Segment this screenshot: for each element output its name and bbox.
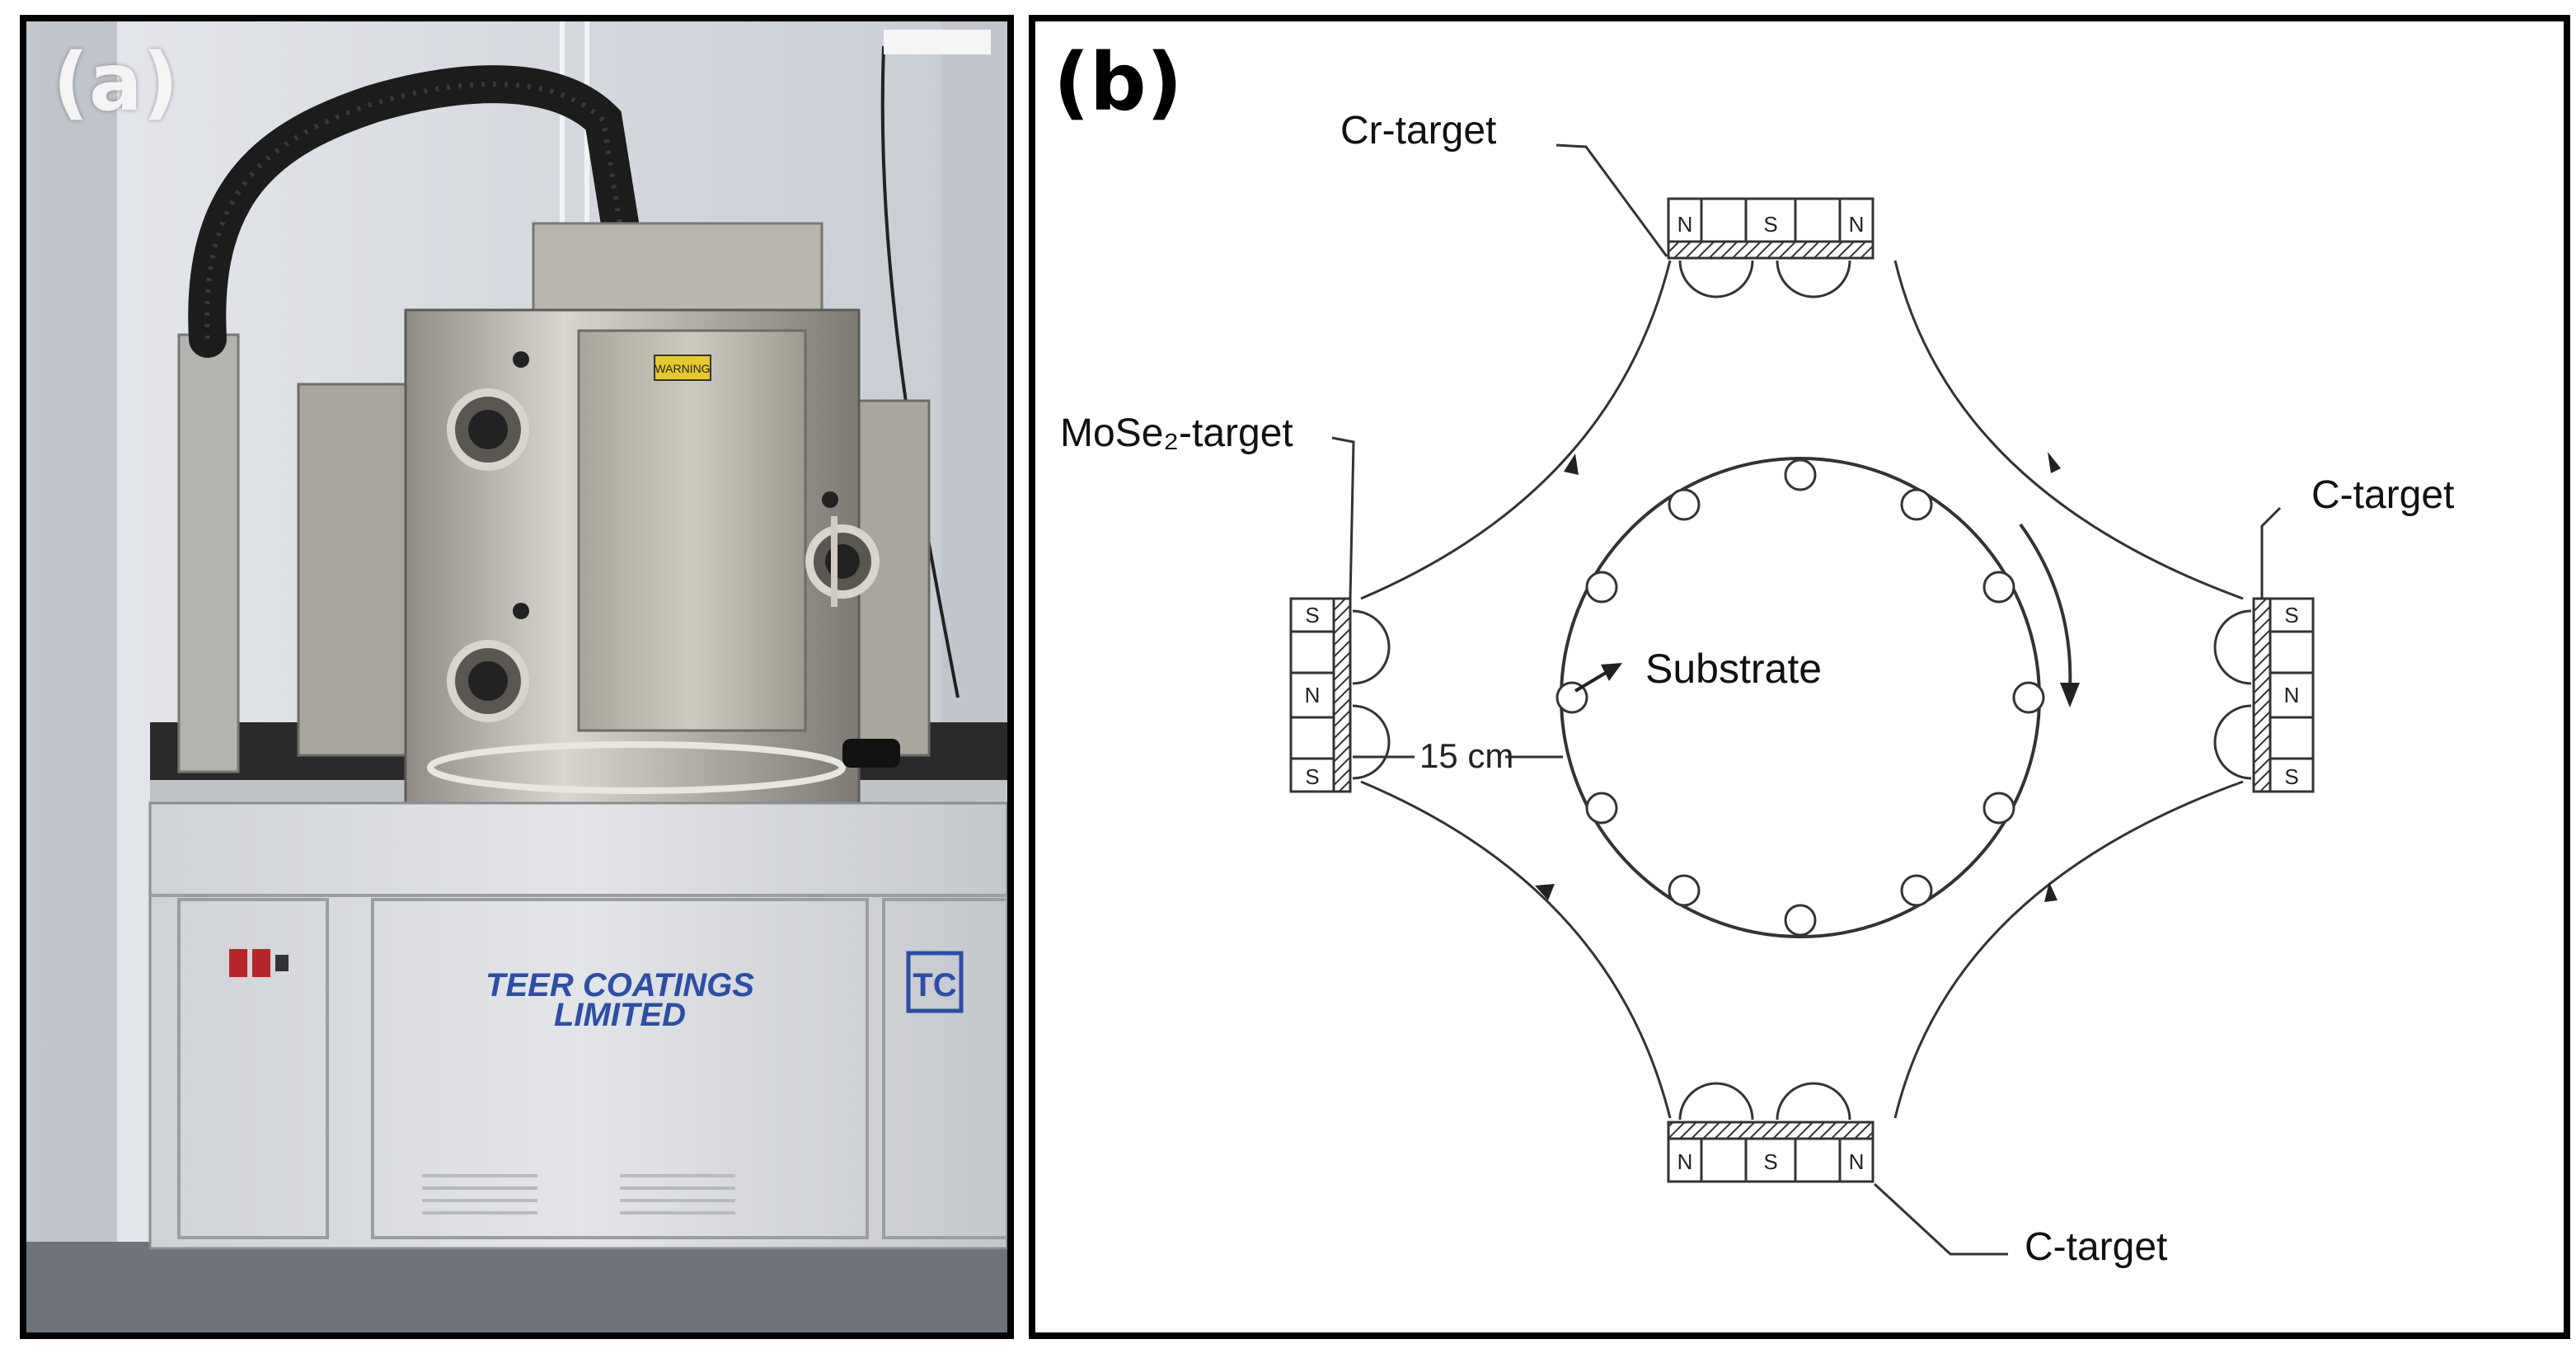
substrate-icon [1900, 874, 1933, 907]
substrate-icon [1585, 792, 1618, 825]
magnet-pole: S [1763, 212, 1777, 237]
field-line [1360, 780, 1672, 1119]
substrate-icon [1982, 792, 2015, 825]
company-logo-icon: TC [906, 951, 964, 1013]
cr-target-magnetron: N S N [1667, 197, 1875, 298]
magnet-pole: N [1849, 1149, 1865, 1174]
c-target-right-label: C-target [2311, 473, 2454, 517]
mose2-target-label: MoSe₂-target [1060, 411, 1293, 455]
mose2-target-magnetron: S N S [1289, 597, 1391, 793]
substrate-icon [1668, 488, 1701, 521]
magnetron-layout-diagram: N S N N S N S [1060, 109, 2454, 1269]
magnet-pole: S [2284, 603, 2298, 627]
magnet-pole: N [2284, 683, 2300, 707]
brand-line-2: LIMITED [554, 997, 686, 1033]
logo-text: TC [913, 967, 956, 1003]
brand-line-1: TEER COATINGS [486, 967, 754, 1003]
panel-a-photo: WARNING TEER COATINGS [20, 15, 1014, 1339]
field-line [1360, 260, 1672, 600]
panel-a-label: (a) [53, 36, 179, 129]
arrow-icon [2044, 882, 2058, 902]
magnet-pole: S [1305, 764, 1319, 789]
panel-b-label: (b) [1053, 36, 1183, 129]
substrate-label: Substrate [1645, 646, 1822, 692]
magnet-pole: S [1305, 603, 1319, 627]
warning-sticker: WARNING [655, 362, 710, 375]
substrate-icon [1900, 488, 1933, 521]
c-target-bottom-magnetron: N S N [1667, 1082, 1875, 1183]
sputtering-system-photo: WARNING TEER COATINGS [26, 21, 1007, 1332]
arrow-icon [1564, 453, 1579, 475]
rotation-arrow-icon [2019, 523, 2072, 690]
substrate-icon [1982, 571, 2015, 604]
magnet-pole: N [1305, 683, 1321, 707]
substrate-holder [1560, 457, 2041, 938]
substrate-positions [1555, 458, 2045, 937]
distance-label: 15 cm [1419, 736, 1513, 775]
substrate-icon [1668, 874, 1701, 907]
magnet-pole: N [1677, 1149, 1693, 1174]
magnet-pole: S [2284, 764, 2298, 789]
substrate-icon [1784, 904, 1817, 937]
magnet-pole: N [1849, 212, 1865, 237]
panel-b-diagram: N S N N S N S [1029, 15, 2570, 1339]
substrate-icon [1784, 458, 1817, 491]
c-target-right-magnetron: S N S [2213, 597, 2315, 793]
viewport-icon [447, 388, 529, 471]
arrow-icon [1535, 884, 1555, 900]
viewport-icon [805, 524, 880, 599]
field-line [1893, 260, 2244, 600]
cr-target-label: Cr-target [1340, 109, 1496, 153]
magnet-pole: S [1763, 1149, 1777, 1174]
c-target-bottom-label: C-target [2025, 1225, 2167, 1269]
substrate-icon [2012, 681, 2045, 714]
arrow-icon [2048, 452, 2061, 473]
viewport-icon [447, 640, 529, 722]
substrate-icon [1585, 571, 1618, 604]
magnet-pole: N [1677, 212, 1693, 237]
field-line [1893, 780, 2244, 1119]
